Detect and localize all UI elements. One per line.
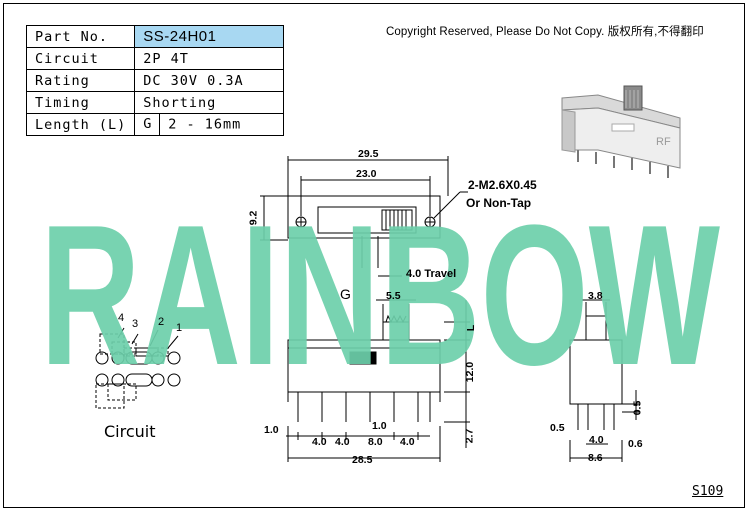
watermark: RAINBOW — [40, 186, 720, 376]
dim-0-5-left: 0.5 — [550, 422, 565, 434]
dim-pitch-b: 4.0 — [335, 436, 350, 448]
dim-23-0: 23.0 — [356, 168, 377, 180]
dim-3-8: 3.8 — [588, 290, 603, 302]
spec-row-rating: Rating DC 30V 0.3A — [25, 69, 285, 92]
circuit-number-4: 4 — [118, 312, 125, 324]
dim-9-2: 9.2 — [247, 210, 260, 226]
copyright-notice: Copyright Reserved, Please Do Not Copy. … — [386, 26, 704, 38]
spec-row-circuit: Circuit 2P 4T — [25, 47, 285, 70]
circuit-title: Circuit — [104, 422, 156, 441]
travel-dim: 4.0 Travel — [406, 268, 457, 280]
g-label: G — [340, 286, 351, 302]
length-value: 2 - 16mm — [168, 116, 242, 133]
dim-pitch-d: 4.0 — [400, 436, 415, 448]
page-reference: S109 — [692, 484, 724, 499]
dim-0-6: 0.6 — [628, 438, 643, 450]
dim-pitch-a: 4.0 — [312, 436, 327, 448]
front-view — [286, 299, 470, 462]
circuit-number-3: 3 — [132, 318, 139, 330]
product-3d-illustration: RF — [561, 85, 681, 178]
spec-label: Timing — [25, 91, 136, 114]
screw-spec: 2-M2.6X0.45 — [468, 178, 537, 192]
spec-row-timing: Timing Shorting — [25, 91, 285, 114]
spec-row-part-no: Part No. SS-24H01 — [25, 25, 285, 48]
dim-4-0-side: 4.0 — [589, 434, 604, 446]
spec-label: Rating — [25, 69, 136, 92]
drawing-frame — [3, 3, 745, 508]
spec-value-length: G 2 - 16mm — [134, 113, 285, 136]
length-prefix: G — [143, 114, 161, 135]
screw-alt-spec: Or Non-Tap — [466, 196, 532, 210]
dim-28-5: 28.5 — [352, 454, 373, 466]
dim-5-5: 5.5 — [386, 290, 401, 302]
circuit-diagram — [95, 327, 181, 409]
side-view — [569, 299, 640, 462]
dim-29-5: 29.5 — [358, 148, 379, 160]
top-view — [260, 156, 468, 277]
dim-8-6: 8.6 — [588, 452, 603, 464]
dim-12-0: 12.0 — [464, 361, 477, 383]
spec-row-length: Length (L) G 2 - 16mm — [25, 113, 285, 136]
dim-1-0-left: 1.0 — [264, 424, 279, 436]
circuit-number-1: 1 — [176, 322, 183, 334]
dim-0-5-right: 0.5 — [631, 400, 644, 416]
spec-value: DC 30V 0.3A — [134, 69, 285, 92]
dim-1-0-mid: 1.0 — [372, 420, 387, 432]
spec-table: Part No. SS-24H01 Circuit 2P 4T Rating D… — [25, 25, 285, 136]
dim-pitch-c: 8.0 — [368, 436, 383, 448]
watermark-text: RAINBOW — [40, 186, 720, 376]
circuit-number-2: 2 — [158, 316, 165, 328]
dim-2-7: 2.7 — [463, 428, 476, 444]
dim-l: L — [465, 324, 478, 332]
spec-value: 2P 4T — [134, 47, 285, 70]
svg-text:RF: RF — [656, 136, 671, 148]
spec-label: Length (L) — [25, 113, 136, 136]
